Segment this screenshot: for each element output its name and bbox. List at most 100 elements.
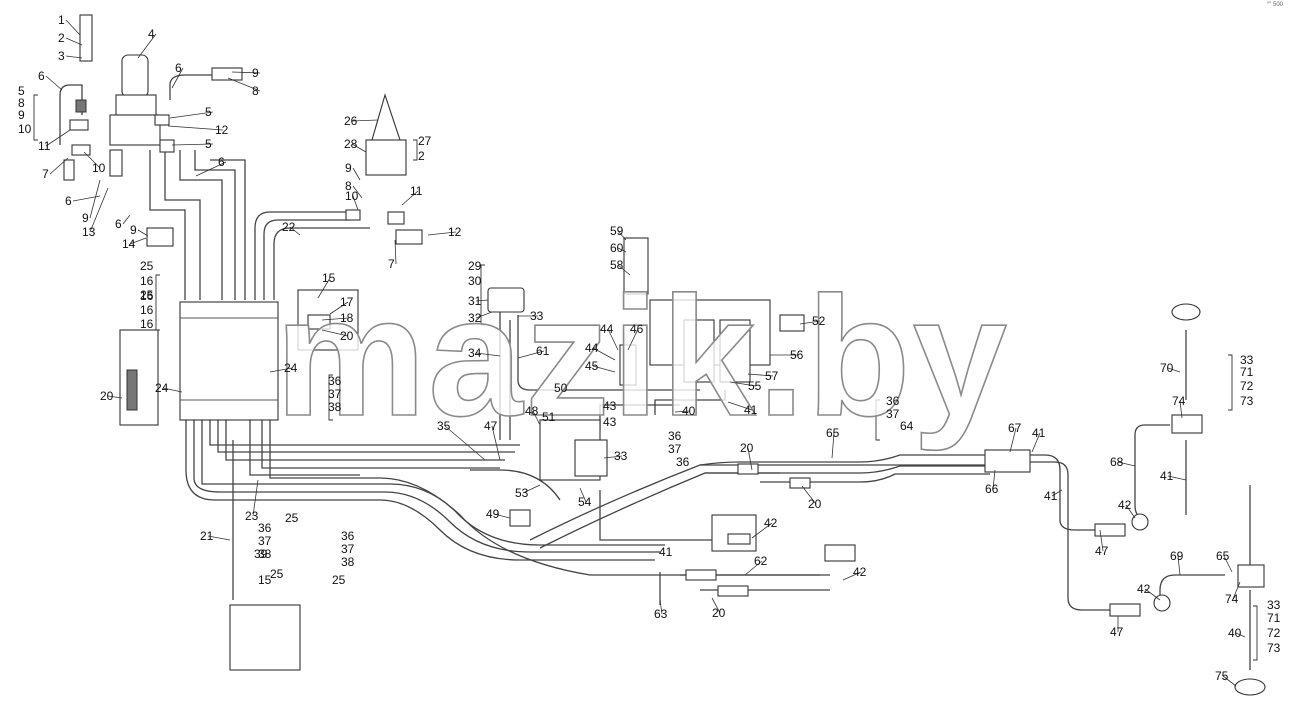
callout-label-6: 6	[65, 194, 72, 208]
callout-label-48: 48	[525, 404, 539, 418]
callout-label-42: 42	[1137, 582, 1151, 596]
callout-leader-line	[65, 19, 81, 36]
callout-label-25: 25	[285, 511, 299, 525]
fitting-component	[71, 144, 91, 156]
fitting-component	[1109, 603, 1141, 617]
callout-label-8: 8	[345, 179, 352, 193]
callout-leader-line	[269, 367, 293, 373]
callout-leader-line	[1031, 432, 1041, 453]
filter-cap-component	[211, 67, 243, 81]
callout-leader-line	[517, 350, 545, 359]
callout-label-6: 6	[115, 217, 122, 231]
callout-leader-line	[1051, 489, 1063, 497]
callout-label-9: 9	[252, 66, 259, 80]
callout-leader-line	[162, 387, 183, 393]
callout-leader-line	[169, 111, 214, 119]
callout-leader-line	[89, 179, 101, 219]
callout-label-47: 47	[1095, 544, 1109, 558]
callout-label-10: 10	[345, 189, 359, 203]
fitting-component	[75, 99, 87, 113]
callout-labels: 1234555666667788899999101010111112121314…	[18, 13, 1281, 687]
callout-leader-line	[394, 239, 397, 265]
cylinder-74-component	[1171, 303, 1201, 321]
callout-leader-line	[799, 320, 821, 325]
callout-leader-line	[352, 195, 359, 211]
cone-component	[371, 93, 401, 141]
callout-leader-line	[1144, 588, 1161, 601]
callout-label-5: 5	[18, 84, 25, 98]
callout-label-67: 67	[1008, 421, 1022, 435]
callout-label-66: 66	[985, 482, 999, 496]
callout-label-71: 71	[1267, 611, 1281, 625]
callout-label-73: 73	[1240, 394, 1254, 408]
callout-leader-line	[751, 522, 773, 539]
callout-label-74: 74	[1172, 394, 1186, 408]
callout-leader-line	[129, 237, 147, 245]
callout-label-53: 53	[515, 486, 529, 500]
callout-label-29: 29	[468, 259, 482, 273]
valve-stack-component	[126, 369, 138, 411]
callout-leader-line	[607, 328, 619, 351]
callout-leader-line	[475, 299, 489, 302]
callout-label-69: 69	[1170, 549, 1184, 563]
callout-label-5: 5	[205, 137, 212, 151]
callout-label-5: 5	[205, 105, 212, 119]
callout-leader-line	[45, 75, 63, 91]
components	[59, 14, 1266, 696]
callout-label-16: 16	[140, 289, 154, 303]
callout-label-24: 24	[284, 361, 298, 375]
callout-leader-line	[351, 143, 367, 153]
callout-label-22: 22	[282, 220, 296, 234]
callout-leader-line	[617, 264, 631, 276]
callout-label-30: 30	[468, 274, 482, 288]
callout-label-35: 35	[437, 419, 451, 433]
callout-label-20: 20	[340, 329, 354, 343]
callout-label-16: 16	[140, 317, 154, 331]
callout-label-38: 38	[328, 400, 342, 414]
cylinder-73-component	[1234, 678, 1266, 696]
callout-leader-line	[1009, 427, 1017, 453]
callout-label-37: 37	[668, 442, 682, 456]
callout-leader-line	[1235, 632, 1246, 638]
callout-label-41: 41	[1044, 489, 1058, 503]
callout-leader-line	[65, 37, 83, 46]
callout-label-57: 57	[765, 369, 779, 383]
coupler-component	[824, 544, 856, 562]
callout-leader-line	[351, 119, 379, 122]
reservoir-component	[121, 54, 149, 98]
callout-label-39: 39	[254, 547, 268, 561]
callout-label-41: 41	[659, 545, 673, 559]
callout-label-37: 37	[341, 542, 355, 556]
callout-label-6: 6	[38, 69, 45, 83]
callout-label-7: 7	[388, 257, 395, 271]
callout-label-20: 20	[740, 441, 754, 455]
callout-label-15: 15	[258, 573, 272, 587]
callout-label-65: 65	[1216, 549, 1230, 563]
callout-leader-line	[842, 571, 862, 581]
callout-leader-line	[289, 226, 301, 236]
callout-label-25: 25	[140, 288, 154, 302]
callout-label-43: 43	[603, 415, 617, 429]
callout-label-11: 11	[410, 184, 423, 198]
callout-label-25: 25	[270, 567, 284, 581]
callout-leader-line	[195, 161, 227, 177]
callout-leader-line	[207, 535, 231, 541]
callout-label-47: 47	[1110, 625, 1124, 639]
callout-leader-line	[171, 143, 214, 146]
fitting-component	[387, 211, 405, 225]
callout-label-8: 8	[18, 96, 25, 110]
callout-leader-line	[493, 513, 511, 519]
callout-label-37: 37	[328, 387, 342, 401]
callout-leader-line	[592, 347, 616, 361]
callout-label-42: 42	[764, 516, 778, 530]
callout-leader-line	[475, 352, 501, 357]
callout-label-28: 28	[344, 137, 358, 151]
callout-label-14: 14	[122, 237, 136, 251]
callout-label-13: 13	[82, 225, 96, 239]
callout-leader-line	[317, 277, 331, 299]
tank-sheet-component	[711, 514, 757, 552]
callout-label-36: 36	[668, 429, 682, 443]
callout-leader-line	[831, 432, 835, 459]
callout-label-45: 45	[585, 359, 599, 373]
